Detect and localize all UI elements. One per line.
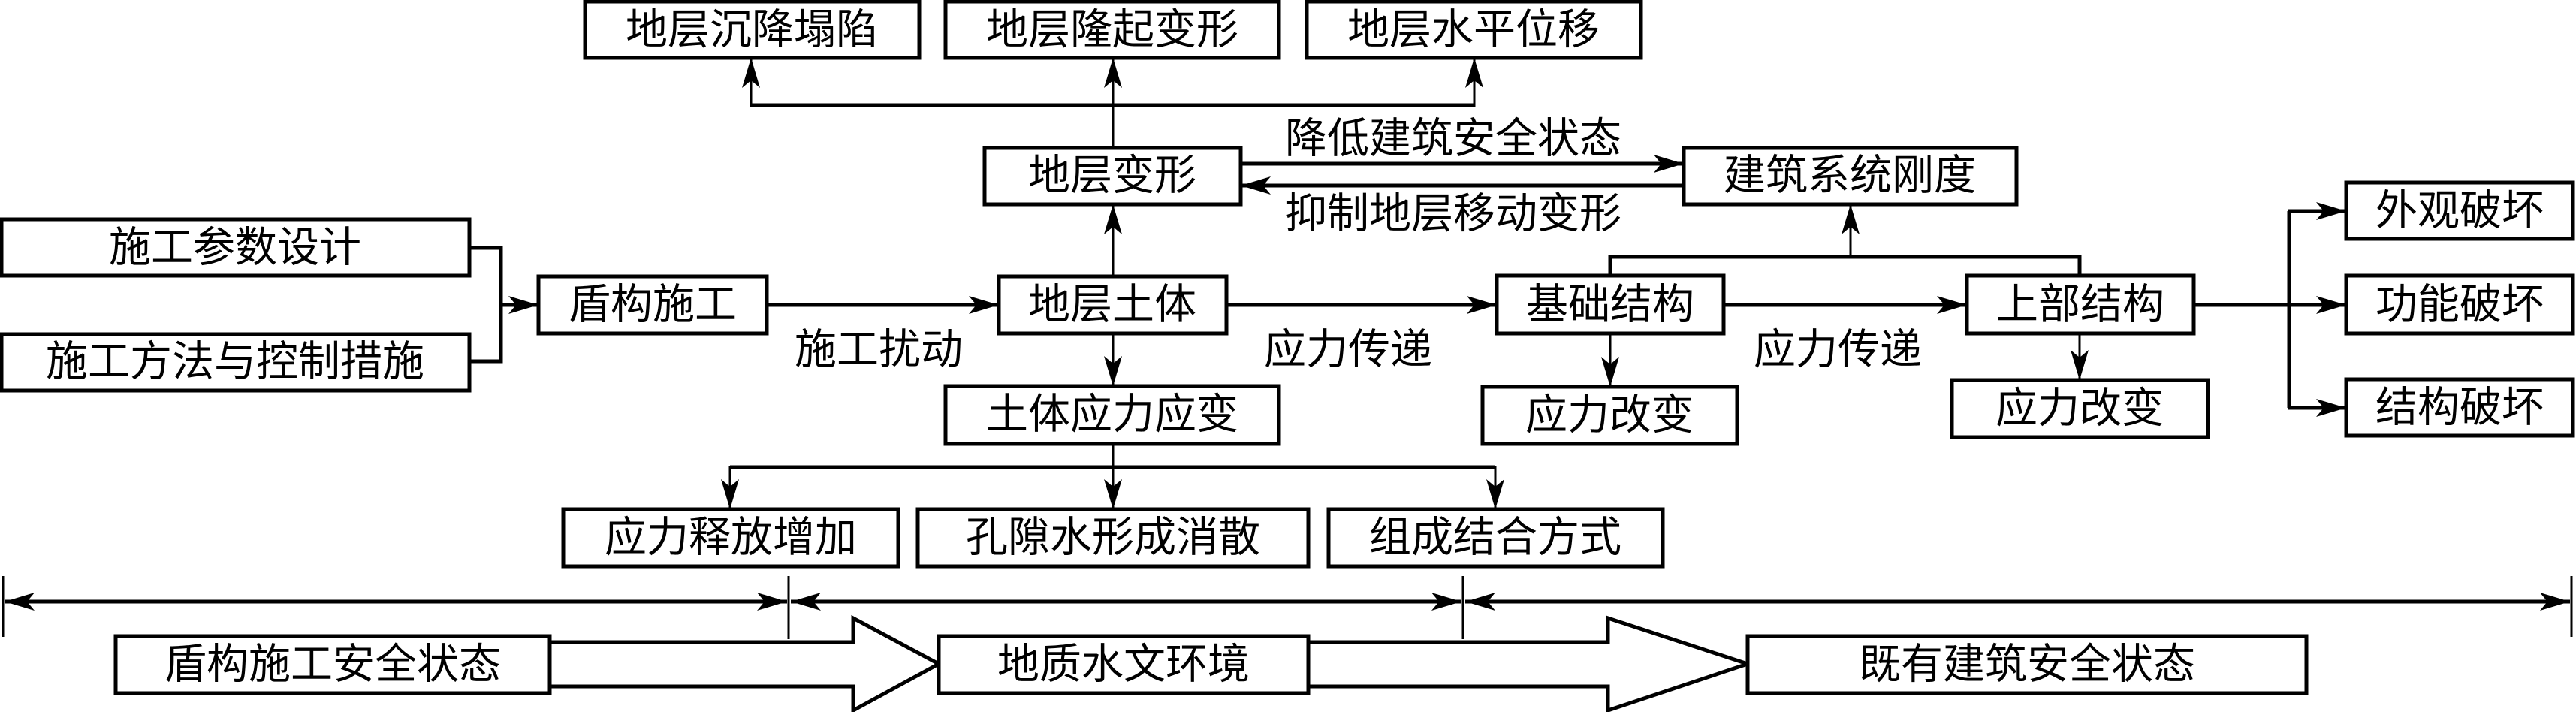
label-suppress-deformation: 抑制地层移动变形 [1285, 190, 1621, 239]
connector-structure-to-stiffness [1608, 255, 2082, 276]
box-label: 孔隙水形成消散 [966, 514, 1260, 563]
label-stress-transfer-2: 应力传递 [1754, 326, 1922, 375]
box-label: 施工参数设计 [109, 224, 361, 273]
box-label: 地层土体 [1028, 281, 1196, 330]
big-arrow-1 [550, 614, 943, 712]
box-geo-hydro-env[interactable]: 地质水文环境 [937, 634, 1311, 695]
connector-param-design [469, 246, 503, 364]
box-label: 外观破坏 [2375, 187, 2544, 236]
box-param-design[interactable]: 施工参数设计 [0, 217, 472, 278]
box-label: 地层隆起变形 [986, 6, 1238, 55]
box-label: 建筑系统刚度 [1724, 152, 1976, 201]
box-composition[interactable]: 组成结合方式 [1326, 507, 1665, 569]
box-uplift-deformation[interactable]: 地层隆起变形 [943, 0, 1281, 60]
box-label: 地层水平位移 [1347, 6, 1600, 55]
box-label: 组成结合方式 [1369, 514, 1621, 563]
box-label: 应力改变 [1995, 385, 2164, 433]
box-function-damage[interactable]: 功能破坏 [2344, 273, 2575, 336]
label-reduce-safety: 降低建筑安全状态 [1285, 115, 1621, 164]
box-label: 施工方法与控制措施 [46, 338, 424, 387]
box-label: 既有建筑安全状态 [1859, 641, 2195, 689]
box-shield-construction[interactable]: 盾构施工 [536, 274, 769, 336]
box-stratum-deformation[interactable]: 地层变形 [982, 146, 1243, 207]
box-label: 地质水文环境 [997, 641, 1250, 689]
box-pore-water[interactable]: 孔隙水形成消散 [915, 507, 1311, 569]
edge-labels: 降低建筑安全状态 抑制地层移动变形 施工扰动 应力传递 应力传递 [795, 115, 1922, 375]
box-building-safety[interactable]: 既有建筑安全状态 [1745, 634, 2309, 695]
box-label: 土体应力应变 [986, 391, 1238, 439]
box-label: 功能破坏 [2375, 281, 2544, 330]
box-settlement-collapse[interactable]: 地层沉降塌陷 [583, 0, 922, 60]
box-label: 应力释放增加 [605, 514, 857, 563]
box-label: 上部结构 [1996, 281, 2164, 330]
box-stress-change-super[interactable]: 应力改变 [1950, 378, 2210, 439]
box-stratum-soil[interactable]: 地层土体 [997, 274, 1229, 336]
box-foundation[interactable]: 基础结构 [1495, 273, 1726, 336]
box-label: 地层沉降塌陷 [626, 6, 878, 55]
label-construction-disturbance: 施工扰动 [795, 326, 963, 375]
box-appearance-damage[interactable]: 外观破坏 [2344, 180, 2575, 241]
box-stress-change-foundation[interactable]: 应力改变 [1480, 385, 1739, 446]
box-horizontal-displacement[interactable]: 地层水平位移 [1305, 0, 1643, 60]
box-label: 应力改变 [1525, 391, 1694, 440]
box-soil-stress-strain[interactable]: 土体应力应变 [943, 384, 1281, 446]
box-label: 基础结构 [1526, 281, 1694, 330]
box-label: 盾构施工安全状态 [164, 641, 501, 689]
big-arrow-2 [1308, 615, 1754, 712]
box-label: 结构破坏 [2375, 384, 2544, 433]
box-label: 地层变形 [1028, 152, 1196, 201]
box-structure-damage[interactable]: 结构破坏 [2344, 377, 2575, 438]
box-label: 盾构施工 [569, 281, 737, 330]
label-stress-transfer-1: 应力传递 [1264, 326, 1432, 375]
box-building-stiffness[interactable]: 建筑系统刚度 [1682, 146, 2019, 207]
box-stress-release[interactable]: 应力释放增加 [561, 507, 900, 569]
box-method-control[interactable]: 施工方法与控制措施 [0, 332, 472, 393]
box-shield-safety[interactable]: 盾构施工安全状态 [113, 634, 552, 695]
box-superstructure[interactable]: 上部结构 [1965, 273, 2196, 336]
